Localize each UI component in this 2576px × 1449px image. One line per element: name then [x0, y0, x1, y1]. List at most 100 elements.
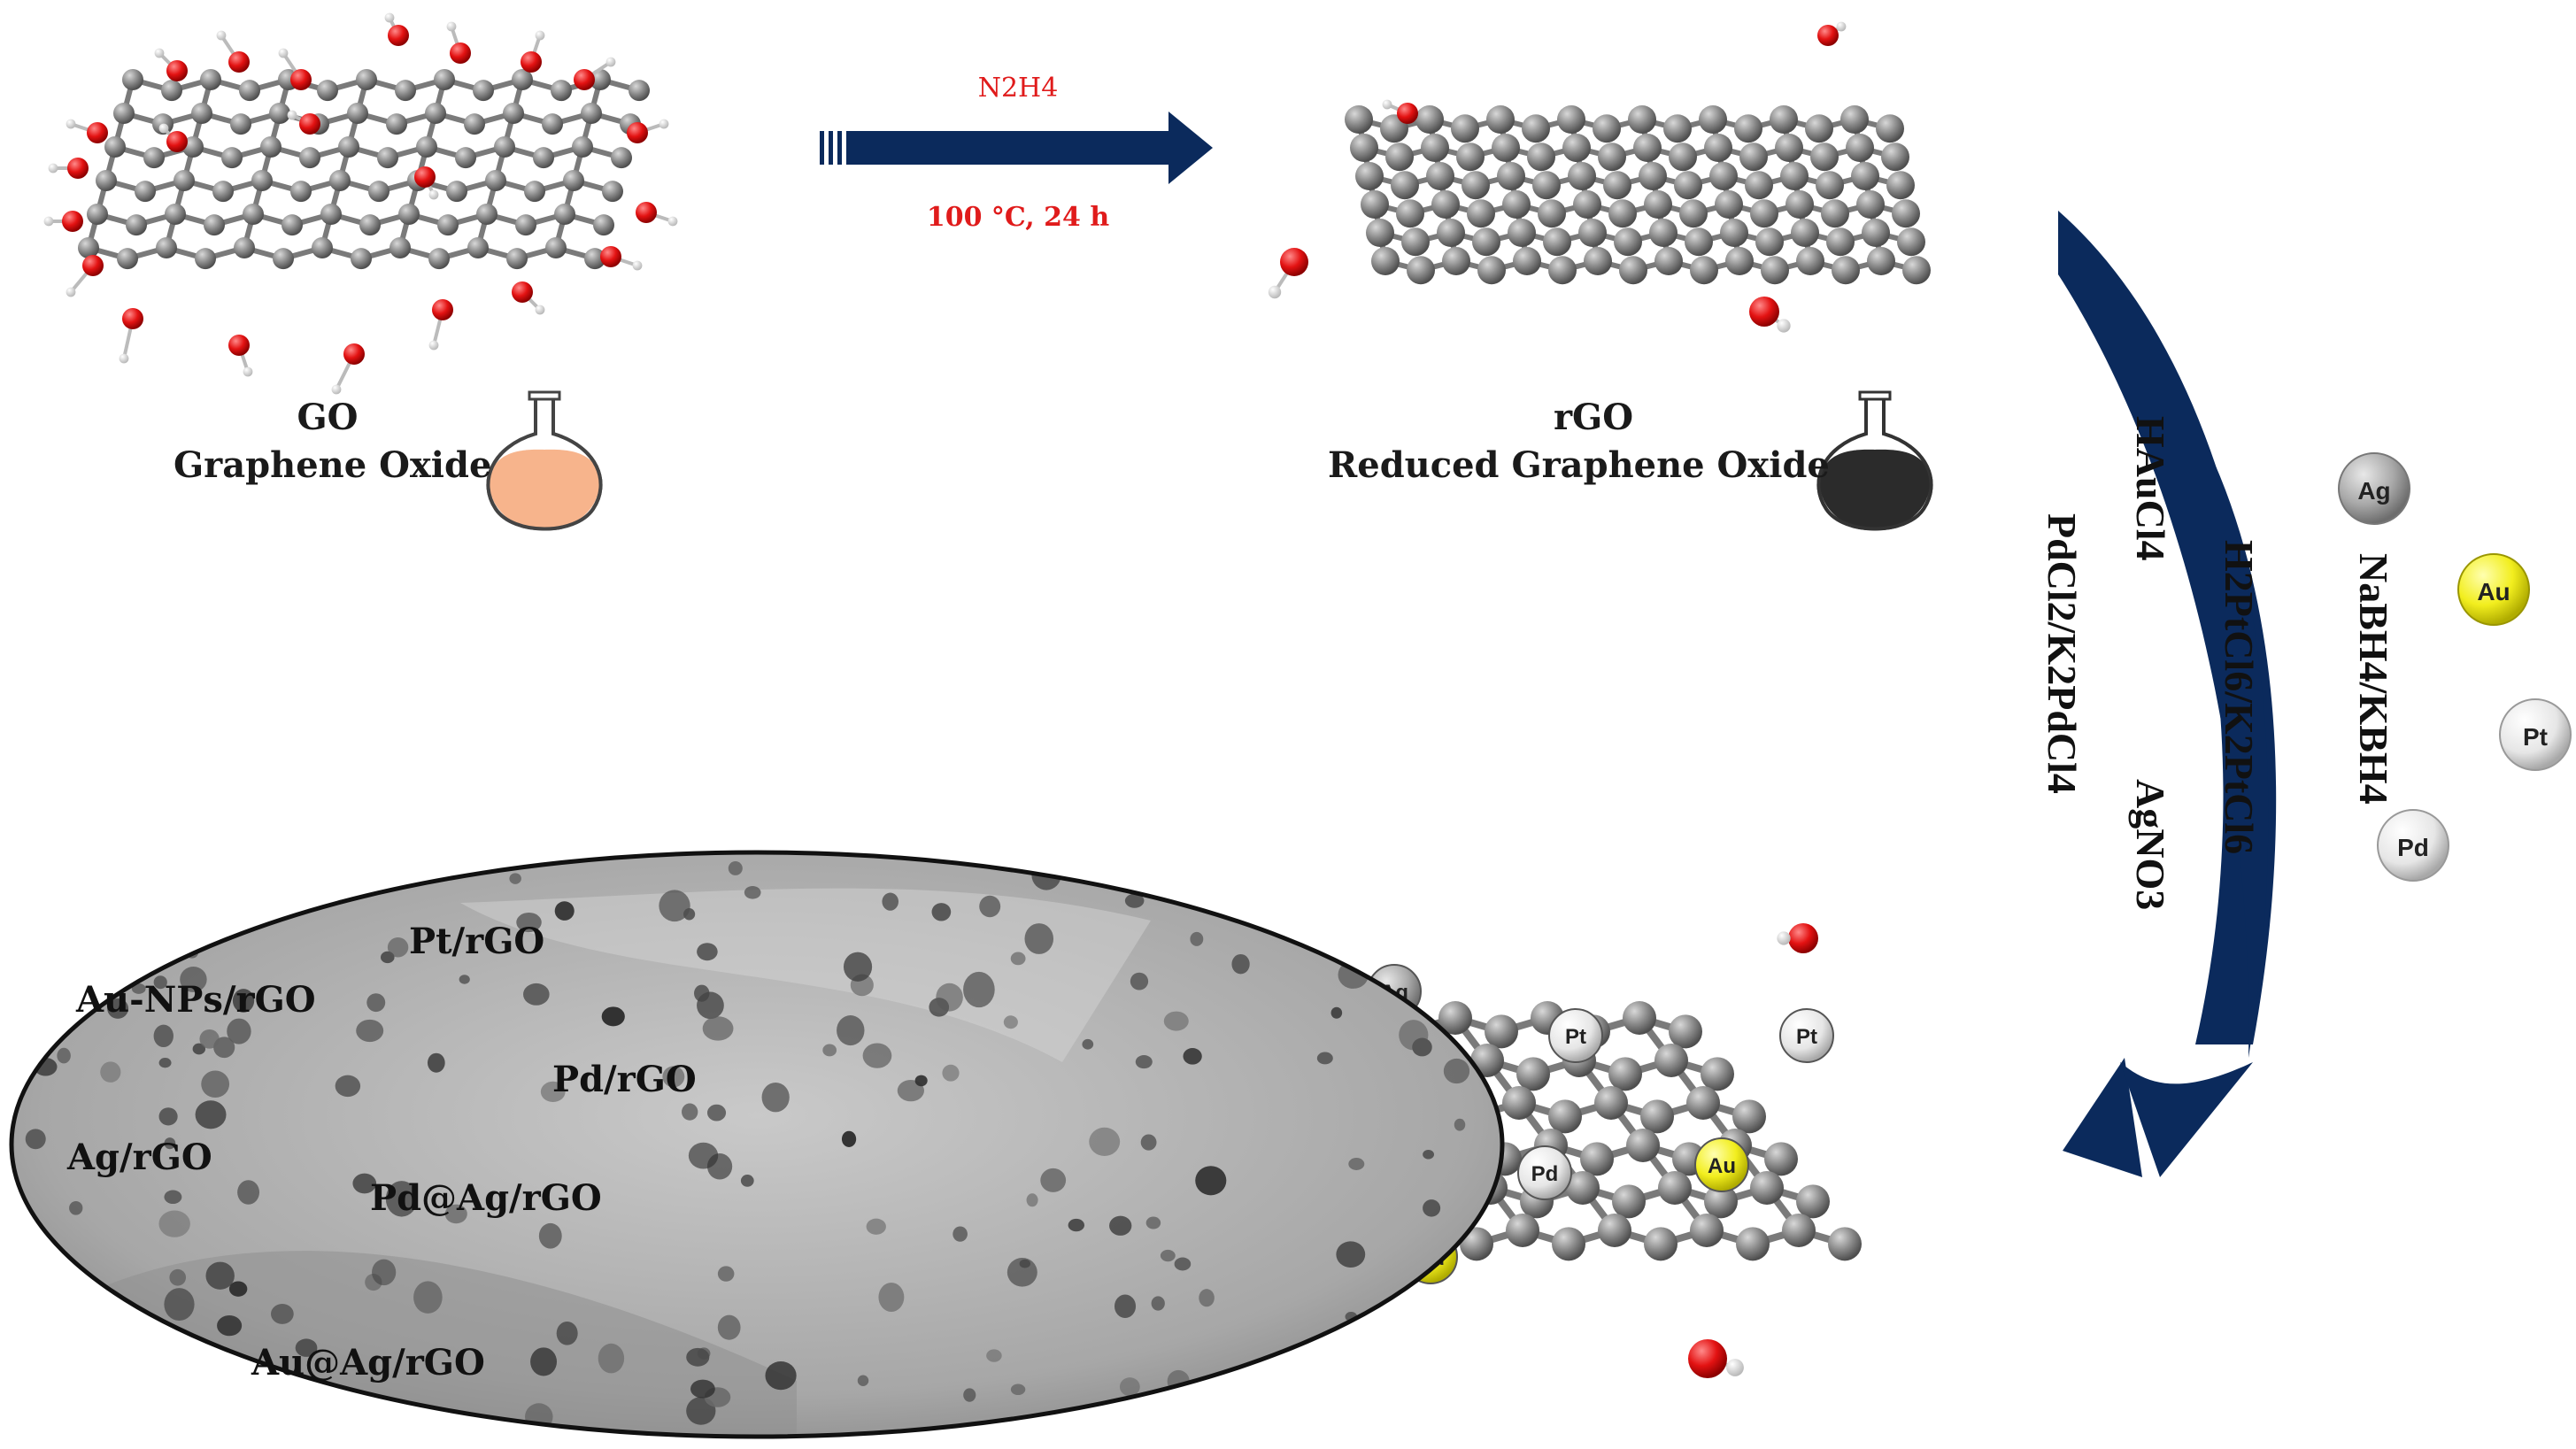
- carbon-atom: [1456, 143, 1485, 172]
- tem-particle: [385, 1181, 418, 1217]
- tem-particle: [540, 1081, 566, 1103]
- tem-particle: [857, 1375, 869, 1386]
- precursor-au-label: HAuCl4: [2128, 416, 2173, 561]
- tem-particle: [1364, 1399, 1377, 1413]
- carbon-atom: [1485, 1014, 1518, 1049]
- carbon-atom: [1612, 1184, 1646, 1219]
- tem-particle: [1114, 1294, 1137, 1319]
- oxygen-atom: [1817, 25, 1839, 46]
- carbon-atom: [1407, 256, 1435, 285]
- carbon-atom: [1644, 190, 1672, 219]
- oxygen-atom: [432, 299, 453, 320]
- carbon-atom: [1350, 134, 1378, 162]
- carbon-atom: [398, 204, 420, 225]
- carbon-atom: [1732, 1099, 1766, 1134]
- carbon-atom: [135, 181, 156, 203]
- carbon-atom: [260, 136, 282, 158]
- carbon-atom: [428, 248, 450, 270]
- carbon-atom: [563, 170, 584, 191]
- carbon-atom: [1785, 190, 1814, 219]
- tem-particle: [413, 1281, 443, 1314]
- tem-particle: [153, 1024, 174, 1048]
- carbon-atom: [1644, 1227, 1677, 1261]
- tem-particle: [509, 873, 521, 884]
- hydrogen-atom: [1382, 99, 1392, 110]
- hydrogen-atom: [1268, 285, 1282, 299]
- tem-particle: [1443, 956, 1457, 971]
- carbon-atom: [581, 103, 602, 124]
- tem-particle: [662, 1066, 685, 1088]
- tem-particle: [28, 1407, 53, 1428]
- tem-particle: [228, 1281, 248, 1297]
- carbon-atom: [1750, 1171, 1784, 1205]
- carbon-atom: [494, 136, 515, 158]
- carbon-atom: [1508, 219, 1536, 247]
- tem-particle: [744, 886, 761, 899]
- carbon-atom: [239, 80, 260, 102]
- carbon-atom: [1566, 1171, 1600, 1205]
- carbon-atom: [1401, 227, 1430, 257]
- hydrogen-atom: [535, 304, 545, 315]
- tem-particle: [201, 1070, 230, 1098]
- carbon-atom: [1502, 190, 1531, 219]
- tem-particle: [1348, 1158, 1365, 1170]
- carbon-atom: [122, 69, 143, 90]
- tem-particle: [216, 857, 243, 884]
- carbon-atom: [545, 237, 567, 258]
- tem-particle: [598, 1343, 625, 1374]
- tem-particle: [1145, 1216, 1161, 1229]
- hydrogen-atom: [216, 30, 227, 41]
- tem-particle: [1406, 854, 1423, 874]
- tem-particle: [131, 983, 146, 994]
- tem-particle: [217, 1314, 243, 1337]
- carbon-atom: [1750, 199, 1778, 228]
- carbon-atom: [368, 181, 389, 203]
- tem-particle: [1352, 919, 1378, 940]
- carbon-atom: [1516, 1057, 1550, 1091]
- tem-particle: [706, 1104, 727, 1121]
- tem-particle: [57, 1047, 71, 1064]
- carbon-atom: [1897, 227, 1925, 257]
- svg-text:Pt: Pt: [1565, 1025, 1586, 1049]
- carbon-atom: [351, 248, 372, 270]
- tem-particle: [352, 1173, 377, 1194]
- carbon-atom: [1816, 171, 1844, 200]
- carbon-atom: [611, 147, 632, 169]
- tem-particle: [1423, 1302, 1454, 1330]
- tem-particle: [986, 1349, 1002, 1362]
- tem-particle: [963, 1388, 976, 1402]
- hydrogen-atom: [384, 12, 395, 23]
- carbon-atom: [1669, 143, 1697, 172]
- carbon-atom: [1796, 1184, 1830, 1219]
- tem-label-pd-ag-rgo: Pd@Ag/rGO: [370, 1177, 602, 1219]
- carbon-atom: [1669, 1014, 1702, 1049]
- hydrogen-atom: [331, 384, 342, 395]
- precursor-ag-label: AgNO3: [2128, 779, 2173, 911]
- carbon-atom: [1527, 143, 1555, 172]
- carbon-atom: [1649, 219, 1677, 247]
- tem-particle: [148, 945, 170, 966]
- hydrogen-atom: [1836, 21, 1847, 32]
- tem-particle: [953, 1226, 968, 1242]
- tem-particle: [1109, 1215, 1132, 1236]
- tem-particle: [197, 1358, 223, 1386]
- ag-atom: Ag: [2338, 452, 2410, 525]
- carbon-atom: [1431, 190, 1460, 219]
- tem-particle: [1124, 893, 1145, 908]
- tem-label-au-nps-rgo: Au-NPs/rGO: [76, 979, 316, 1021]
- carbon-atom-group: [1345, 105, 1931, 285]
- carbon-atom: [503, 103, 524, 124]
- tem-particle: [237, 1180, 260, 1205]
- carbon-atom: [1594, 1086, 1628, 1120]
- tem-particle: [697, 943, 718, 961]
- tem-particle: [1190, 931, 1204, 946]
- tem-particle: [690, 1379, 715, 1399]
- tem-particle: [878, 1283, 905, 1312]
- oxygen-atom: [636, 202, 657, 223]
- carbon-atom: [317, 80, 338, 102]
- carbon-atom: [1633, 134, 1662, 162]
- carbon-atom: [243, 204, 264, 225]
- tem-particle: [1089, 1127, 1121, 1156]
- tem-particle: [169, 1371, 199, 1399]
- carbon-atom: [221, 147, 243, 169]
